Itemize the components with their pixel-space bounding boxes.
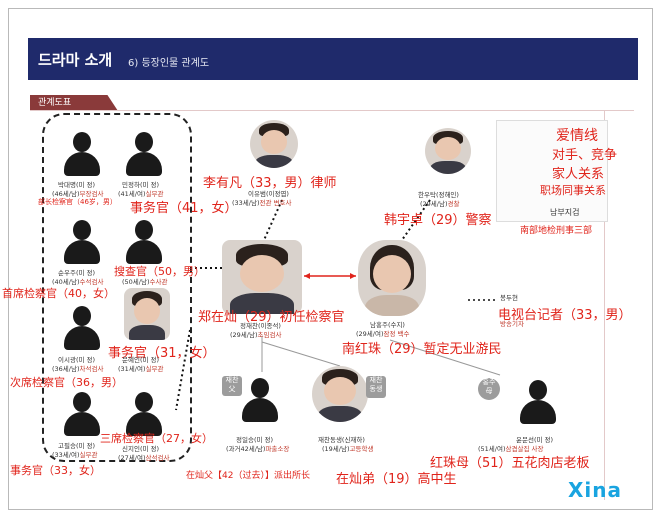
- colleague-line: [175, 329, 191, 411]
- arrow-head: [350, 273, 356, 279]
- hero-photo: [222, 240, 302, 314]
- person-annotation: 郑在灿（29）初任检察官: [198, 310, 345, 325]
- legend-dept-label: 남부지검: [550, 208, 580, 217]
- person-photo: [124, 288, 170, 340]
- rival-line: [263, 199, 283, 241]
- person-name: 이유범(이정엽): [248, 190, 289, 198]
- person-desc: (50세/남)수사관: [122, 278, 168, 286]
- person-annotation: 事务官（41，女）: [130, 201, 238, 216]
- silhouette-icon: [62, 132, 102, 176]
- person-photo: [250, 120, 298, 168]
- silhouette-icon: [240, 378, 280, 422]
- legend-rival-label: 对手、竞争: [552, 148, 618, 163]
- silhouette-icon: [62, 306, 102, 350]
- person-desc: (33세/여)실무관: [52, 451, 98, 459]
- person-annotation: 事务官（31，女）: [108, 346, 216, 361]
- divider: [604, 110, 605, 500]
- person-name: 봉두현: [500, 294, 518, 302]
- person-name: 윤문선(미 정): [516, 436, 554, 444]
- person-annotation: 事务官（33，女）: [10, 464, 101, 477]
- person-name: 박대명(미 정): [58, 181, 96, 189]
- person-name: 한우탁(정해인): [418, 191, 459, 199]
- person-name: 민정하(미 정): [122, 181, 160, 189]
- person-annotation: 在灿弟（19）高中生: [336, 472, 457, 487]
- person-name: 남홍주(수지): [370, 321, 405, 329]
- silhouette-icon: [124, 132, 164, 176]
- section-tab: 관계도표: [30, 95, 118, 111]
- arrow-head: [304, 273, 310, 279]
- legend: [496, 120, 608, 222]
- person-name: 신지인(미 정): [122, 445, 160, 453]
- relation-tag: 재찬 父: [222, 376, 242, 396]
- prosecutor-group: [42, 113, 192, 462]
- person-annotation: 李有凡（33，男）律师: [203, 176, 337, 191]
- person-annotation: 首席检察官（40，女）: [2, 287, 115, 300]
- relation-tag: 홍주 母: [478, 378, 500, 400]
- legend-love-label: 爱情线: [556, 128, 598, 144]
- person-desc: (31세/여)실무관: [118, 365, 164, 373]
- header-bar: [28, 38, 638, 80]
- person-desc: (33세/남)전관 변호사: [232, 199, 292, 207]
- person-annotation: 红珠母（51）五花肉店老板: [430, 456, 590, 471]
- legend-family-label: 家人关系: [552, 167, 605, 182]
- silhouette-icon: [124, 220, 164, 264]
- page-title: 드라마 소개: [38, 51, 113, 69]
- silhouette-icon: [62, 392, 102, 436]
- person-annotation: 电视台记者（33，男）: [498, 308, 632, 323]
- person-annotation: 在灿父【42（过去）】派出所长: [186, 471, 310, 481]
- rival-line: [401, 199, 431, 241]
- person-photo: [425, 128, 471, 174]
- person-name: 정일승(미 정): [236, 436, 274, 444]
- person-name: 문혜인(미 정): [122, 356, 160, 364]
- person-annotation: 部长检察官（46岁，男）: [38, 198, 117, 206]
- family-line: [389, 339, 501, 376]
- person-role: 방송기자: [500, 320, 524, 328]
- silhouette-icon: [62, 220, 102, 264]
- person-annotation: 三席检察官（27，女）: [100, 432, 213, 445]
- silhouette-icon: [518, 380, 558, 424]
- person-desc: (29세/남)경찰: [420, 200, 460, 208]
- person-desc: (41세/여)실무관: [118, 190, 164, 198]
- person-annotation: 南红珠（29）暂定无业游民: [342, 342, 502, 357]
- brand-logo: Xina: [568, 478, 623, 502]
- slide-card: [8, 8, 653, 510]
- family-line: [261, 341, 341, 367]
- person-desc: (과거42세/남)파출소장: [226, 445, 290, 453]
- person-desc: (27세/여)삼석검사: [118, 454, 170, 462]
- person-desc: (51세/여)삼겹살집 사장: [478, 445, 544, 453]
- person-desc: (29세/여)잠정 백수: [356, 330, 410, 338]
- person-desc: (40세/남)수석검사: [52, 278, 104, 286]
- person-name: 순우주(미 정): [58, 269, 96, 277]
- person-annotation: 搜查官（50，男）: [114, 265, 205, 278]
- heroine-photo: [358, 240, 426, 316]
- person-name: 정재찬(이종석): [240, 322, 281, 330]
- person-desc: (46세/남)부장검사: [52, 190, 104, 198]
- person-desc: (36세/남)차석검사: [52, 365, 104, 373]
- person-annotation: 次席检察官（36，男）: [10, 376, 123, 389]
- relation-tag: 재찬 동생: [366, 376, 386, 398]
- person-name: 고필승(미 정): [58, 442, 96, 450]
- legend-dept-cn: 南部地检刑事三部: [520, 226, 593, 236]
- person-desc: (19세/남)고등학생: [322, 445, 374, 453]
- person-annotation: 韩宇卓（29）警察: [384, 213, 492, 228]
- divider: [30, 110, 634, 111]
- person-name: 이시광(미 정): [58, 356, 96, 364]
- person-desc: (29세/남)초임검사: [230, 331, 282, 339]
- legend-colleague-label: 职场同事关系: [540, 184, 606, 197]
- person-photo: [312, 366, 368, 422]
- person-name: 재찬동생(신재하): [318, 436, 365, 444]
- page-subtitle: 6) 등장인물 관계도: [128, 58, 210, 69]
- silhouette-icon: [124, 392, 164, 436]
